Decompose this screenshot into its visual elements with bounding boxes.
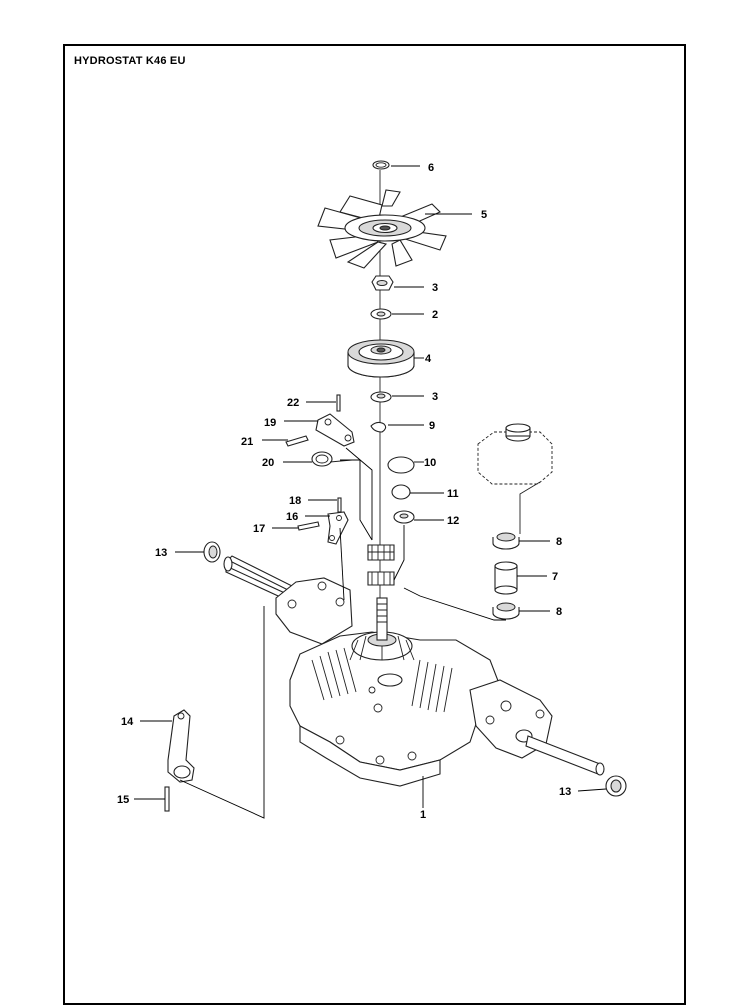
part-6-retaining-ring [372, 160, 390, 170]
part-3-lower-hub [370, 391, 392, 403]
diagram-title: HYDROSTAT K46 EU [74, 55, 186, 67]
callout-19: 19 [264, 417, 276, 429]
callout-1: 1 [420, 809, 426, 821]
callout-12: 12 [447, 515, 459, 527]
part-17-pin [297, 521, 320, 531]
right-axle [525, 735, 605, 776]
callout-4: 4 [425, 353, 432, 365]
part-12-bearing [393, 510, 415, 524]
callout-15: 15 [117, 794, 129, 806]
callout-2: 2 [432, 309, 438, 321]
callout-10: 10 [424, 457, 436, 469]
callout-20: 20 [262, 457, 274, 469]
part-21-pin [285, 435, 309, 447]
assembly-guide-lines [179, 447, 506, 819]
part-18-pin [337, 497, 342, 513]
part-3-upper-nut [371, 275, 394, 291]
part-13-left-axle-seal [203, 541, 221, 563]
callout-14: 14 [121, 716, 134, 728]
callout-labels: 6 5 3 2 4 3 22 9 19 21 10 20 11 18 16 12… [117, 162, 571, 821]
oil-reservoir [477, 423, 553, 534]
callout-13-left: 13 [155, 547, 167, 559]
part-8-lower-seal [492, 602, 520, 620]
part-10-cap [387, 456, 415, 474]
part-7-sleeve [494, 561, 518, 595]
callout-leaders [134, 165, 607, 808]
callout-7: 7 [552, 571, 558, 583]
callout-11: 11 [447, 488, 459, 500]
part-19-control-arm [315, 413, 355, 447]
part-16-lever [327, 511, 349, 545]
callout-3-lower: 3 [432, 391, 438, 403]
part-2-washer [370, 308, 392, 320]
callout-9: 9 [429, 420, 435, 432]
input-shaft-gear [367, 544, 395, 586]
part-5-cooling-fan [317, 189, 447, 269]
part-20-spring [311, 451, 353, 467]
callout-17: 17 [253, 523, 265, 535]
part-8-upper-seal [492, 532, 520, 550]
callout-22: 22 [287, 397, 299, 409]
part-9-key [370, 421, 387, 433]
part-22-pin [336, 394, 341, 412]
callout-18: 18 [289, 495, 301, 507]
callout-8-lower: 8 [556, 606, 562, 618]
callout-3-upper: 3 [432, 282, 438, 294]
part-11-seal [391, 484, 411, 500]
callout-6: 6 [428, 162, 434, 174]
callout-21: 21 [241, 436, 253, 448]
callout-16: 16 [286, 511, 298, 523]
part-14-bypass-arm [167, 709, 195, 783]
callout-5: 5 [481, 209, 487, 221]
part-13-right-axle-seal [605, 775, 627, 797]
callout-13-right: 13 [559, 786, 571, 798]
part-15-pin [164, 786, 170, 812]
callout-8-upper: 8 [556, 536, 562, 548]
part-4-pulley [347, 339, 415, 378]
